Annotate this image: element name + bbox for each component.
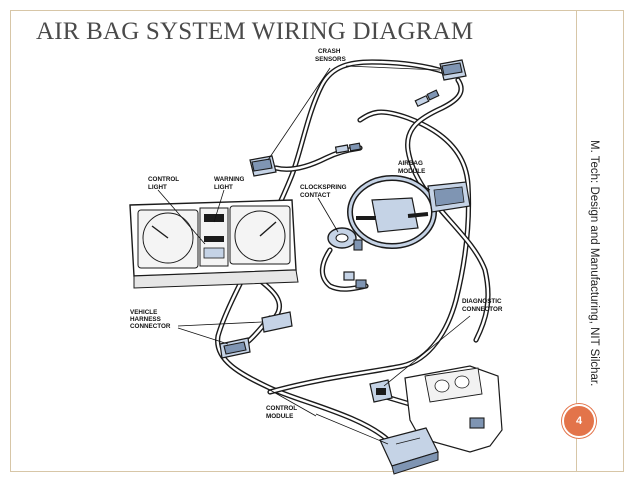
center-console bbox=[404, 365, 503, 453]
svg-text:SENSORS: SENSORS bbox=[315, 56, 346, 63]
svg-text:WARNING: WARNING bbox=[214, 176, 245, 183]
label-control-module: CONTROL MODULE bbox=[266, 405, 297, 420]
crash-sensor-upper bbox=[439, 59, 467, 81]
sidebar-divider bbox=[576, 10, 577, 472]
label-warning-light: WARNING LIGHT bbox=[214, 176, 245, 191]
leader-lines bbox=[157, 65, 471, 445]
svg-text:HARNESS: HARNESS bbox=[130, 316, 161, 323]
label-control-light: CONTROL LIGHT bbox=[148, 176, 179, 191]
svg-text:CONTACT: CONTACT bbox=[300, 192, 330, 199]
sensor-connectors bbox=[334, 89, 440, 289]
svg-text:LIGHT: LIGHT bbox=[148, 184, 167, 191]
vehicle-harness-connector bbox=[219, 311, 293, 359]
slide-title: AIR BAG SYSTEM WIRING DIAGRAM bbox=[36, 18, 474, 45]
label-clockspring-contact: CLOCKSPRING CONTACT bbox=[300, 184, 347, 199]
slide-frame bbox=[10, 10, 624, 472]
svg-text:VEHICLE: VEHICLE bbox=[130, 309, 157, 316]
svg-text:LIGHT: LIGHT bbox=[214, 184, 233, 191]
svg-text:MODULE: MODULE bbox=[398, 168, 425, 175]
svg-text:AIRBAG: AIRBAG bbox=[398, 160, 423, 167]
control-module bbox=[379, 427, 439, 475]
svg-text:CONNECTOR: CONNECTOR bbox=[130, 323, 171, 330]
label-airbag-module: AIRBAG MODULE bbox=[398, 160, 425, 175]
label-crash-sensors: CRASH SENSORS bbox=[315, 48, 346, 63]
svg-text:DIAGNOSTIC: DIAGNOSTIC bbox=[462, 298, 502, 305]
diagnostic-connector bbox=[369, 379, 393, 403]
steering-wheel bbox=[347, 175, 437, 249]
clockspring-contact bbox=[327, 227, 363, 251]
svg-text:CONTROL: CONTROL bbox=[148, 176, 179, 183]
svg-text:MODULE: MODULE bbox=[266, 413, 293, 420]
airbag-module bbox=[427, 181, 471, 213]
crash-sensor-lower bbox=[249, 155, 277, 177]
svg-text:CRASH: CRASH bbox=[318, 48, 341, 55]
label-vehicle-harness-connector: VEHICLE HARNESS CONNECTOR bbox=[130, 309, 171, 330]
instrument-cluster bbox=[129, 199, 299, 289]
svg-text:CONNECTOR: CONNECTOR bbox=[462, 306, 503, 313]
label-diagnostic-connector: DIAGNOSTIC CONNECTOR bbox=[462, 298, 503, 313]
page-number-badge: 4 bbox=[562, 404, 596, 438]
svg-text:CONTROL: CONTROL bbox=[266, 405, 297, 412]
svg-text:CLOCKSPRING: CLOCKSPRING bbox=[300, 184, 347, 191]
